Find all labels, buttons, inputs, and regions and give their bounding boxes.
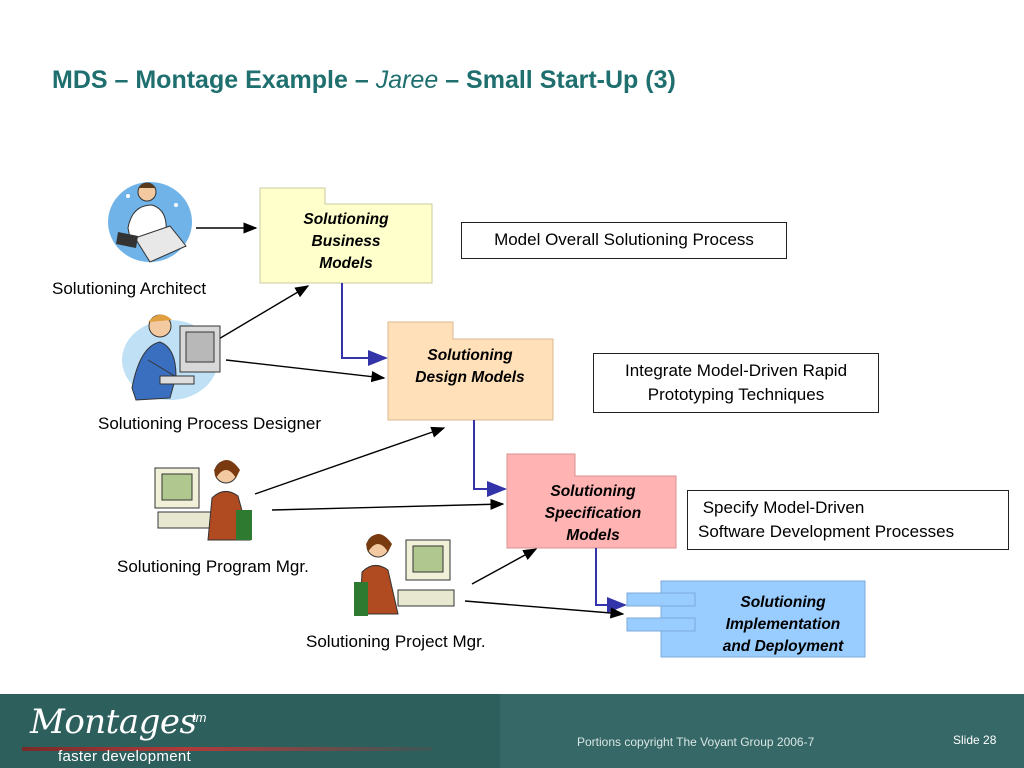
logo-trademark: tm xyxy=(192,710,207,725)
slide-number: Slide 28 xyxy=(953,733,997,747)
architect-person-icon xyxy=(108,182,192,263)
logo-underline xyxy=(22,747,432,751)
role-arrows xyxy=(196,222,625,619)
business-models-folder xyxy=(259,187,433,284)
diagram-canvas xyxy=(108,182,866,658)
project-mgr-person-icon xyxy=(354,534,455,616)
role-program-mgr-label: Solutioning Program Mgr. xyxy=(117,557,309,576)
copyright-text: Portions copyright The Voyant Group 2006… xyxy=(577,735,815,749)
role-project-mgr-label: Solutioning Project Mgr. xyxy=(306,632,486,651)
process-designer-person-icon xyxy=(122,314,221,401)
role-architect-label: Solutioning Architect xyxy=(52,279,207,298)
specification-models-folder xyxy=(506,453,677,549)
slide-title: MDS – Montage Example – Jaree – Small St… xyxy=(52,66,676,94)
artifact-flow-lines xyxy=(341,283,627,613)
implementation-component xyxy=(626,580,866,658)
design-models-folder xyxy=(387,321,554,421)
logo-tagline: faster development xyxy=(58,748,191,765)
footer-bar xyxy=(0,694,1024,768)
program-mgr-person-icon xyxy=(154,460,252,541)
montages-logo: Montages xyxy=(30,702,197,742)
role-process-designer-label: Solutioning Process Designer xyxy=(98,414,322,433)
process-box-model-overall: Model Overall Solutioning Process xyxy=(461,222,787,259)
